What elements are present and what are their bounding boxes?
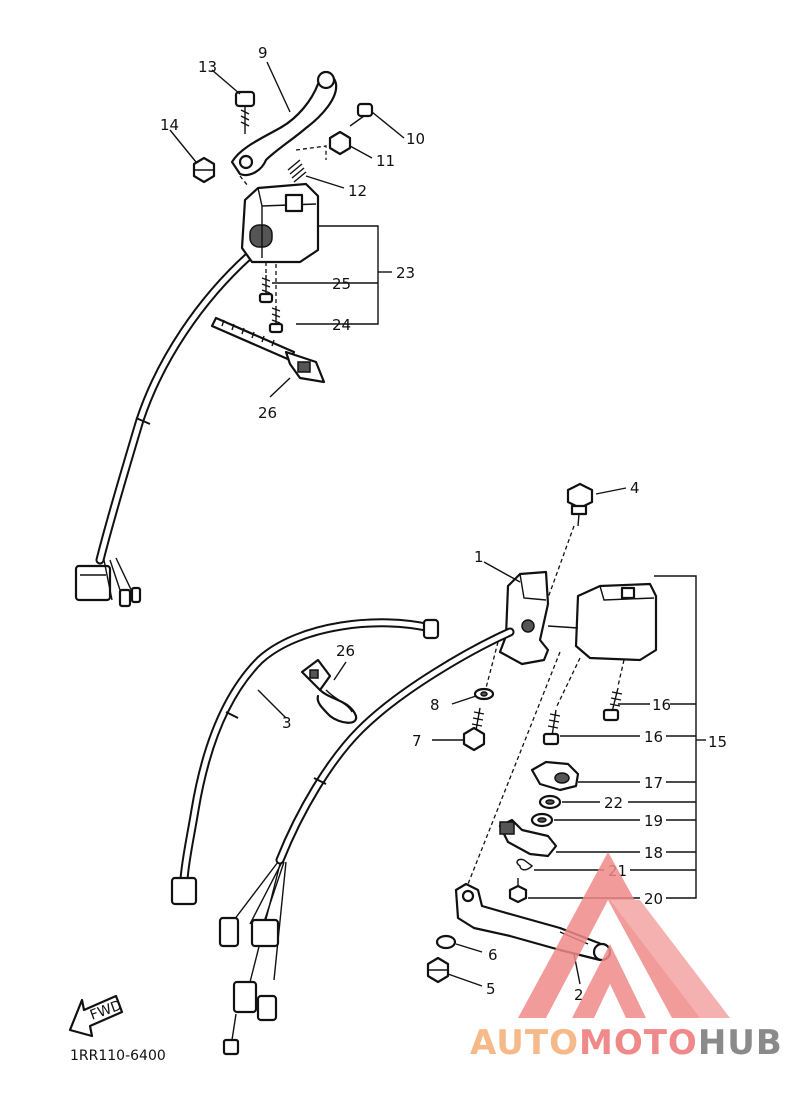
switch-screw-16b xyxy=(542,709,561,746)
left-handlebar-switch xyxy=(240,182,320,264)
callout-12: 12 xyxy=(348,182,367,200)
holder-bolt xyxy=(462,707,486,752)
callout-23: 23 xyxy=(396,264,415,282)
lever-spring xyxy=(287,159,307,183)
watermark-part-hub: HUB xyxy=(698,1023,783,1063)
callout-26-upper: 26 xyxy=(258,404,277,422)
callout-9: 9 xyxy=(258,44,268,62)
brake-switch xyxy=(498,818,558,858)
watermark-part-moto: MOTO xyxy=(579,1023,698,1063)
callout-22: 22 xyxy=(604,794,623,812)
left-switch-cable xyxy=(95,250,255,565)
callout-1: 1 xyxy=(474,548,484,566)
switch-screw-20 xyxy=(508,878,528,904)
callout-6: 6 xyxy=(488,946,498,964)
cam-washer xyxy=(538,794,562,810)
right-handlebar-switch xyxy=(547,582,658,662)
watermark-wordmark: AUTOMOTOHUB xyxy=(470,1023,783,1063)
callout-10: 10 xyxy=(406,130,425,148)
callout-3: 3 xyxy=(282,714,292,732)
drawing-code: 1RR110-6400 xyxy=(70,1048,166,1064)
callout-25: 25 xyxy=(332,275,351,293)
lever-holder xyxy=(498,570,550,666)
callout-16-upper: 16 xyxy=(652,696,671,714)
retaining-clip xyxy=(516,858,534,871)
switch-cam xyxy=(530,760,580,792)
lever-pivot-nut xyxy=(426,956,450,984)
callout-16-lower: 16 xyxy=(644,728,663,746)
watermark-logo xyxy=(518,852,730,1018)
callout-14: 14 xyxy=(160,116,179,134)
switch-screw-24 xyxy=(268,306,284,334)
adjuster-nut xyxy=(328,130,352,156)
switch-screw-16a xyxy=(602,687,623,722)
callout-11: 11 xyxy=(376,152,395,170)
callout-18: 18 xyxy=(644,844,663,862)
right-switch-connectors xyxy=(218,861,287,1056)
callout-17: 17 xyxy=(644,774,663,792)
master-cylinder-bolt xyxy=(566,482,594,527)
callout-4: 4 xyxy=(630,479,640,497)
svg-text:AUTOMOTOHUB: AUTOMOTOHUB xyxy=(470,1023,783,1063)
callout-19: 19 xyxy=(644,812,663,830)
right-switch-cable xyxy=(275,627,515,865)
watermark-part-auto: AUTO xyxy=(470,1023,579,1063)
cable-band-lower xyxy=(300,658,358,724)
callout-2: 2 xyxy=(574,986,584,1004)
lever-washer xyxy=(435,934,457,950)
brake-switch-lead xyxy=(170,618,440,906)
callout-20: 20 xyxy=(644,890,663,908)
callout-8: 8 xyxy=(430,696,440,714)
left-switch-connector xyxy=(74,557,142,608)
holder-washer xyxy=(473,687,495,701)
callout-7: 7 xyxy=(412,732,422,750)
clutch-lever xyxy=(230,70,338,177)
forward-direction-arrow: FWD xyxy=(68,994,124,1038)
callout-24: 24 xyxy=(332,316,351,334)
lever-pivot-bolt xyxy=(234,90,256,134)
callout-13: 13 xyxy=(198,58,217,76)
cable-band-upper xyxy=(210,316,326,384)
lever-nut xyxy=(192,156,216,184)
adjuster-screw xyxy=(349,102,374,127)
callout-26-lower: 26 xyxy=(336,642,355,660)
callout-5: 5 xyxy=(486,980,496,998)
callout-15: 15 xyxy=(708,733,727,751)
switch-screw-25 xyxy=(258,275,274,304)
spacer-washer xyxy=(530,812,554,828)
